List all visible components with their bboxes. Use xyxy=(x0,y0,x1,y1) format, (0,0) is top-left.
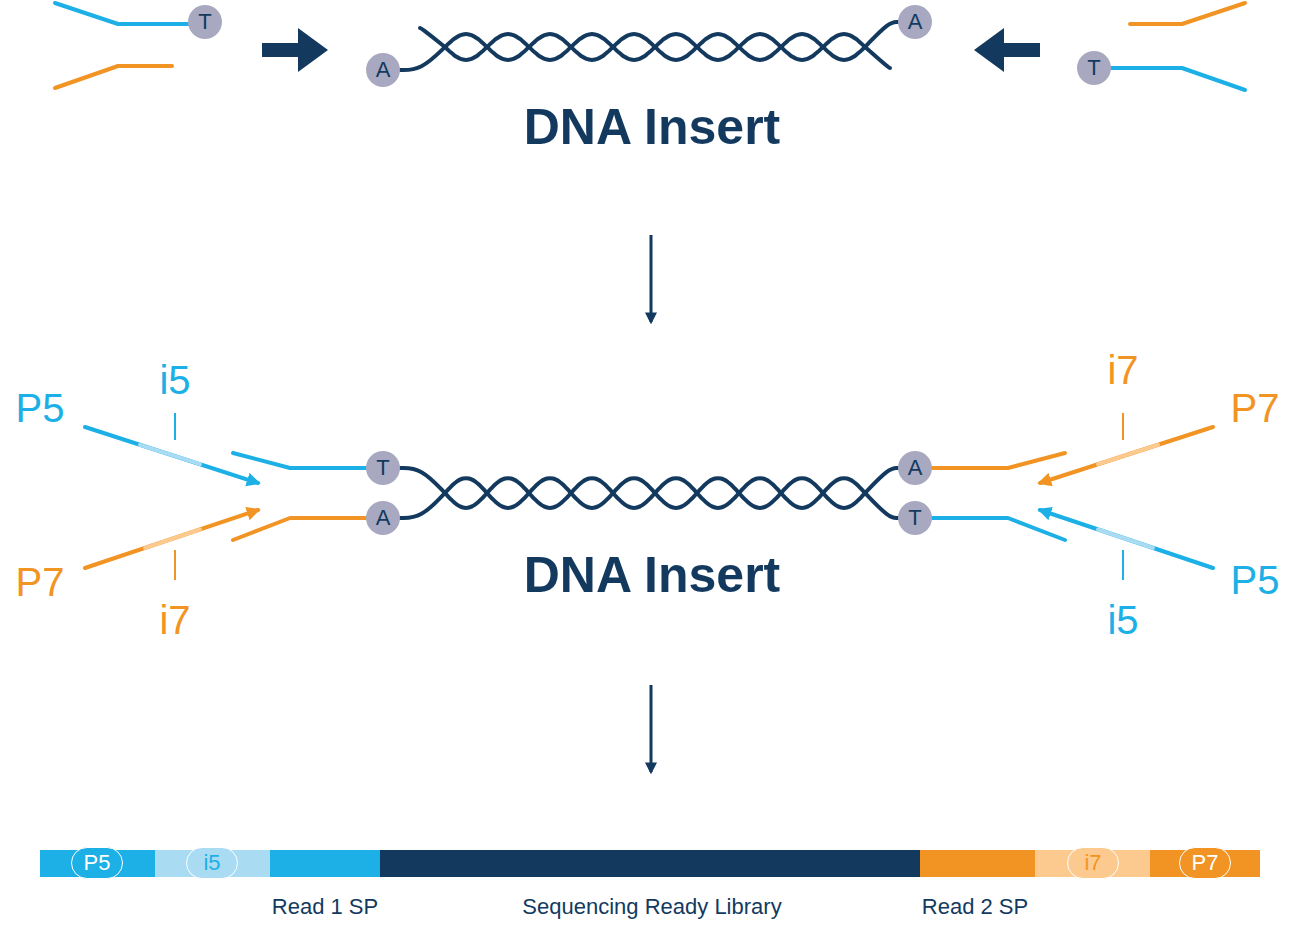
dna-strand xyxy=(400,22,898,70)
region-label: Sequencing Ready Library xyxy=(522,896,781,918)
adapter-strand xyxy=(932,518,1065,540)
index-label: i5 xyxy=(159,360,190,400)
region-label: Read 1 SP xyxy=(272,896,378,918)
adapter-name: i5 xyxy=(203,852,220,874)
adapter-strand xyxy=(932,453,1065,468)
base-letter: A xyxy=(376,59,391,81)
adapter-label: P5 xyxy=(1231,560,1280,600)
base-letter: A xyxy=(376,507,391,529)
i7-segment xyxy=(1035,850,1151,877)
index-segment xyxy=(140,445,200,464)
leader-line xyxy=(174,550,176,580)
base-letter: T xyxy=(1087,57,1100,79)
region-label: Read 2 SP xyxy=(922,896,1028,918)
adapter-strand xyxy=(55,3,190,24)
adapter-pill: P5 xyxy=(71,847,123,879)
nucleotide-circle: A xyxy=(366,53,400,87)
adapter-name: P7 xyxy=(1192,852,1219,874)
base-letter: T xyxy=(908,507,921,529)
index-oligo xyxy=(85,510,258,568)
adapter-label: P5 xyxy=(16,388,65,428)
nucleotide-circle: T xyxy=(1077,51,1111,85)
step-arrow xyxy=(650,685,653,772)
index-oligo xyxy=(85,427,258,483)
dna-strand xyxy=(400,468,898,518)
p7-segment xyxy=(1150,850,1260,877)
nucleotide-circle: A xyxy=(366,501,400,535)
index-oligo xyxy=(1040,427,1213,483)
i5-segment xyxy=(155,850,271,877)
insert-title: DNA Insert xyxy=(524,550,781,600)
leader-line xyxy=(1122,413,1124,440)
read1-segment xyxy=(270,850,381,877)
dna-strand xyxy=(400,468,898,518)
ligation-arrow xyxy=(262,28,328,72)
index-label: i5 xyxy=(1107,600,1138,640)
leader-line xyxy=(174,413,176,440)
base-letter: T xyxy=(198,11,211,33)
nucleotide-circle: T xyxy=(898,501,932,535)
nucleotide-circle: T xyxy=(188,5,222,39)
adapter-pill: P7 xyxy=(1179,847,1231,879)
adapter-strand xyxy=(233,453,366,468)
insert-title: DNA Insert xyxy=(524,102,781,152)
adapter-name: i7 xyxy=(1084,852,1101,874)
adapter-strand xyxy=(1130,3,1245,24)
step-arrow xyxy=(650,235,653,322)
adapter-strand xyxy=(1111,68,1245,90)
nucleotide-circle: T xyxy=(366,451,400,485)
index-label: i7 xyxy=(159,600,190,640)
ligation-arrow xyxy=(974,28,1040,72)
nucleotide-circle: A xyxy=(898,451,932,485)
read2-segment xyxy=(920,850,1036,877)
index-segment xyxy=(1098,445,1158,464)
adapter-strand xyxy=(233,518,366,540)
p5-segment xyxy=(40,850,156,877)
index-segment xyxy=(1098,530,1153,548)
adapter-label: P7 xyxy=(16,562,65,602)
adapter-strand xyxy=(55,66,172,88)
base-letter: A xyxy=(908,457,923,479)
adapter-pill: i5 xyxy=(186,847,238,879)
base-letter: A xyxy=(908,11,923,33)
index-label: i7 xyxy=(1107,350,1138,390)
nucleotide-circle: A xyxy=(898,5,932,39)
adapter-name: P5 xyxy=(84,852,111,874)
leader-line xyxy=(1122,550,1124,580)
base-letter: T xyxy=(376,457,389,479)
insert-segment xyxy=(380,850,921,877)
index-segment xyxy=(145,530,200,548)
index-oligo xyxy=(1040,510,1213,568)
adapter-pill: i7 xyxy=(1067,847,1119,879)
adapter-label: P7 xyxy=(1231,388,1280,428)
